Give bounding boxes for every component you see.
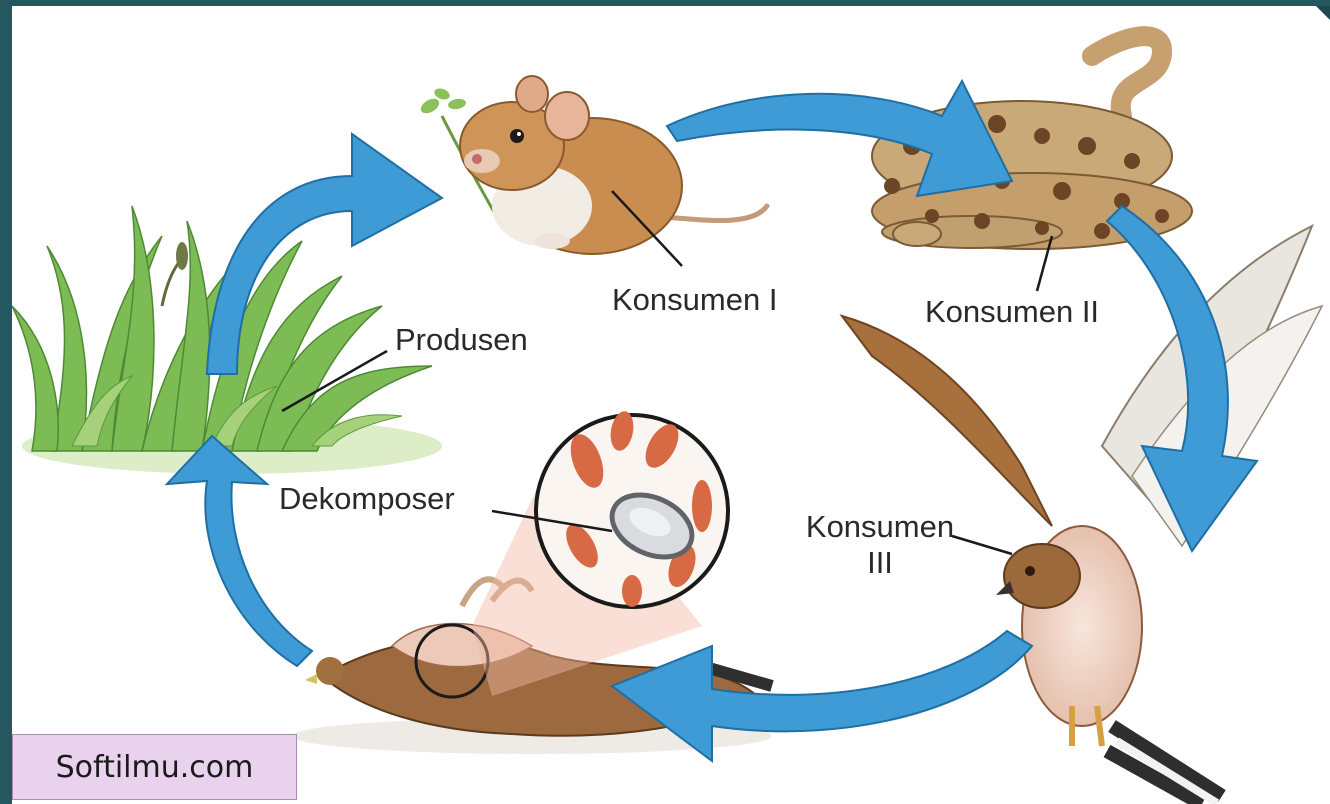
diagram-artwork <box>12 6 1330 804</box>
food-chain-diagram: Konsumen I Konsumen II Produsen Dekompos… <box>12 6 1330 804</box>
arrow-konsumen-1-to-konsumen-2 <box>667 81 1012 196</box>
mouse-icon <box>418 76 767 254</box>
label-konsumen-3: Konsumen III <box>805 509 955 580</box>
label-produsen: Produsen <box>395 322 528 358</box>
label-dekomposer: Dekomposer <box>279 481 455 517</box>
label-konsumen-2: Konsumen II <box>925 294 1099 330</box>
watermark-badge: Softilmu.com <box>12 734 297 800</box>
label-konsumen-3-line2: III <box>805 545 955 581</box>
label-konsumen-1: Konsumen I <box>612 282 777 318</box>
label-konsumen-3-line1: Konsumen <box>805 509 955 545</box>
magnifier-icon <box>536 409 728 607</box>
